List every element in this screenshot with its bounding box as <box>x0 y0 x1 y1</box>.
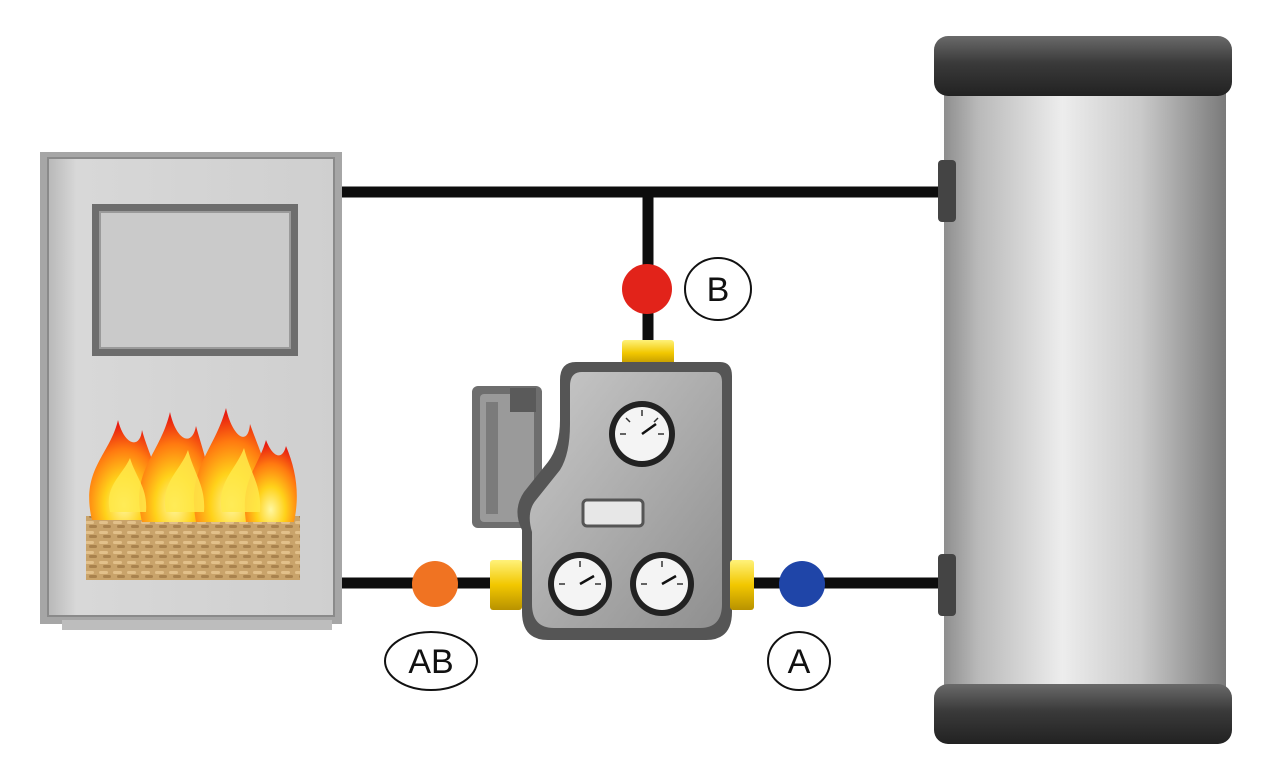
port-markers <box>412 264 825 607</box>
port-label-ab-text: AB <box>408 643 453 681</box>
display-window <box>581 498 645 528</box>
flame-icon <box>89 408 297 522</box>
port-label-b: B <box>684 257 752 321</box>
tank-lower-connection <box>938 554 956 616</box>
port-a-dot <box>779 561 825 607</box>
thermometer-gauge-bottom-right <box>630 552 694 616</box>
boiler-window <box>92 204 298 356</box>
thermometer-gauge-top <box>609 401 675 467</box>
fitting-right <box>730 560 754 610</box>
fitting-left <box>490 560 522 610</box>
tank-upper-connection <box>938 160 956 222</box>
pellet-bed <box>86 516 300 580</box>
port-label-b-text: B <box>707 271 730 309</box>
port-label-ab: AB <box>384 631 478 691</box>
port-b-dot <box>622 264 672 314</box>
boiler-loading-unit <box>472 340 754 640</box>
port-label-a-text: A <box>788 643 811 681</box>
port-ab-dot <box>412 561 458 607</box>
pellet-boiler <box>40 152 342 630</box>
fitting-top <box>622 340 674 366</box>
port-label-a: A <box>767 631 831 691</box>
thermometer-gauge-bottom-left <box>548 552 612 616</box>
buffer-tank <box>934 36 1232 744</box>
